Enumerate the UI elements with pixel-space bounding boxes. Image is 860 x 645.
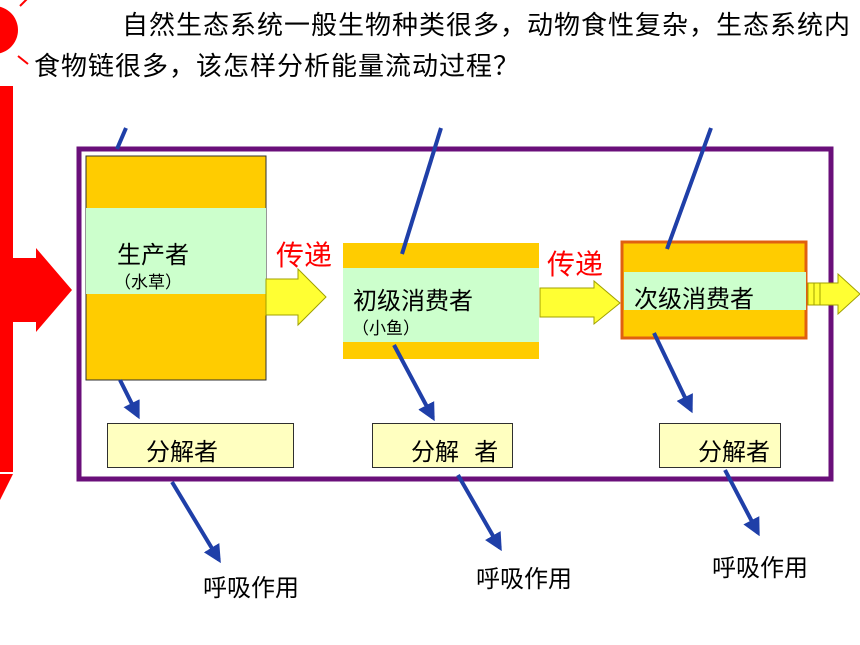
secondary-consumer-label: 次级消费者 [634, 285, 754, 313]
transfer-arrow [265, 267, 327, 327]
transfer-label: 传递 [276, 239, 333, 272]
transfer-arrow [539, 279, 621, 326]
question-text: 自然生态系统一般生物种类很多，动物食性复杂，生态系统内食物链很多，该怎样分析能量… [34, 11, 852, 82]
energy-input-line [400, 127, 443, 255]
respiration-arrow [456, 474, 502, 552]
respiration-arrow [170, 480, 221, 564]
respiration-label: 呼吸作用 [203, 574, 299, 602]
producer-label: 生产者 [117, 241, 189, 269]
respiration-arrow [723, 469, 760, 537]
energy-input-line [115, 127, 128, 150]
decomposer-label: 分解者 [698, 438, 770, 466]
to-decomposer-arrow [652, 332, 693, 414]
energy-input-line [665, 127, 713, 250]
producer-sublabel: （水草） [114, 273, 182, 293]
producer-block [85, 155, 267, 381]
transfer-label: 传递 [547, 248, 604, 281]
respiration-label: 呼吸作用 [712, 554, 808, 582]
decomposer-box: 分解者 [659, 423, 781, 468]
decomposer-label: 分解 者 [411, 438, 499, 466]
to-decomposer-arrow [392, 344, 435, 422]
primary-consumer-sublabel: （小鱼） [352, 319, 420, 339]
decomposer-box: 分解 者 [372, 423, 513, 468]
primary-consumer-label: 初级消费者 [353, 287, 473, 315]
respiration-label: 呼吸作用 [476, 565, 572, 593]
primary-consumer-block [343, 243, 539, 359]
sun-icon [0, 0, 29, 65]
decomposer-box: 分解者 [107, 423, 294, 468]
to-decomposer-arrow [118, 379, 140, 420]
secondary-consumer-block [620, 240, 808, 340]
decomposer-label: 分解者 [146, 438, 218, 466]
energy-outflow-arrow [807, 272, 860, 316]
ecosystem-boundary [76, 146, 834, 482]
sunlight-input-arrow [0, 86, 72, 500]
